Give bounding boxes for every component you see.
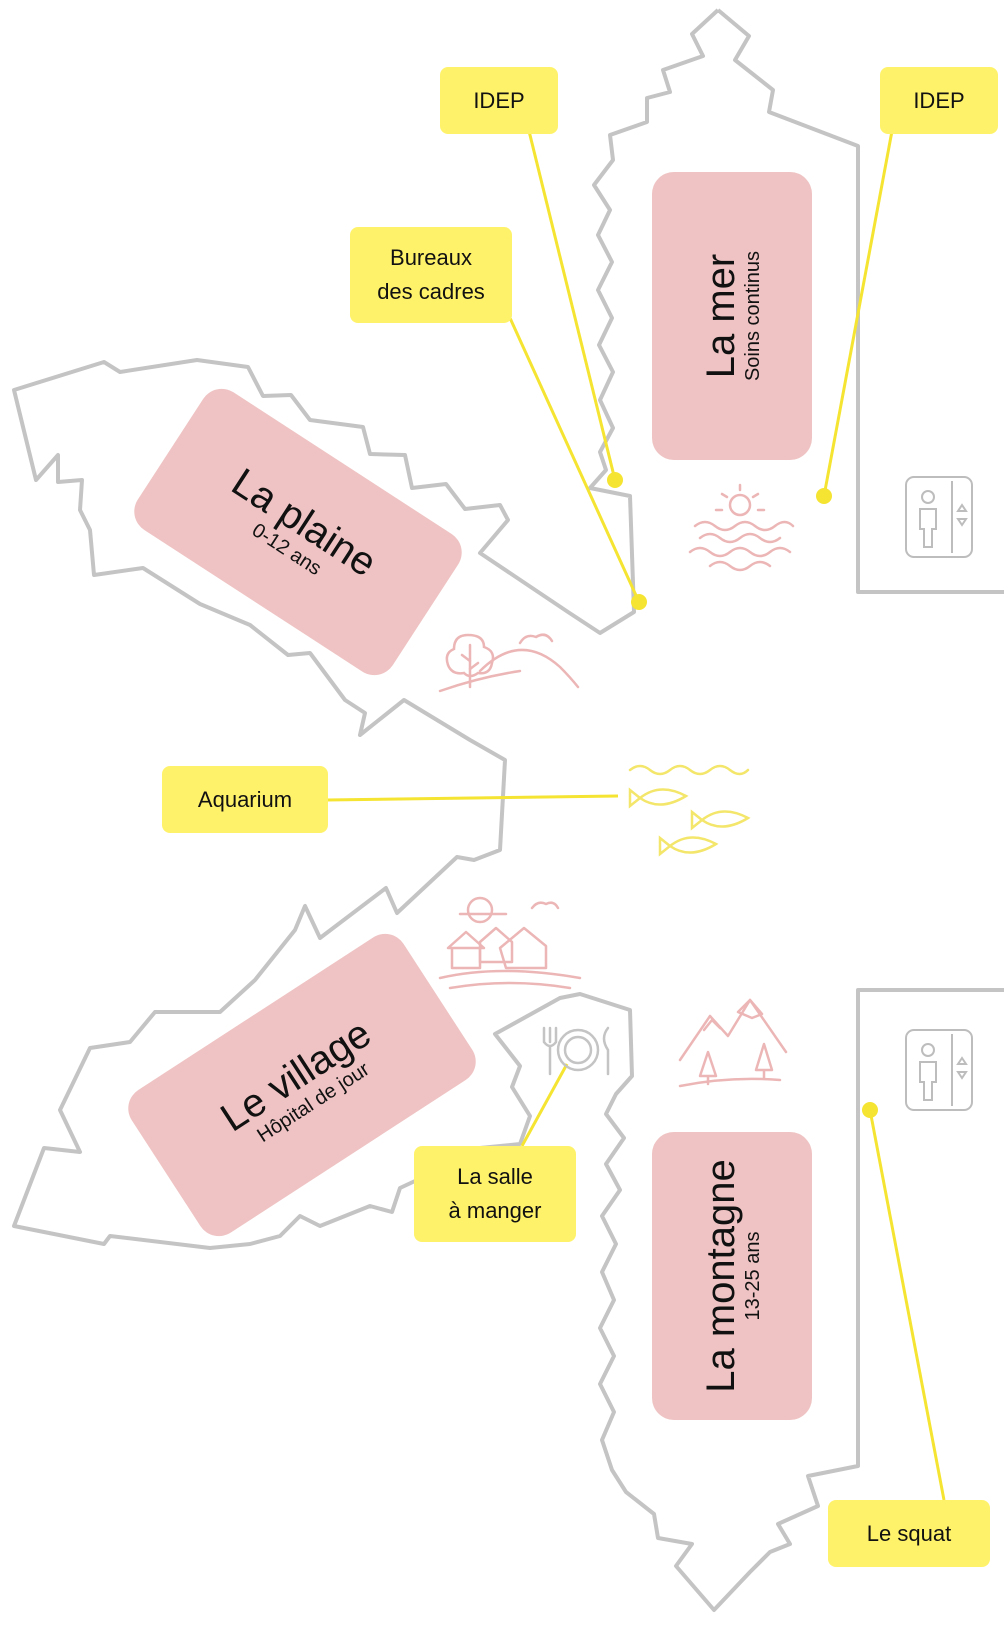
leader-idep-left	[527, 130, 617, 481]
callout-le-squat: Le squat	[828, 1500, 990, 1567]
building-outline-mer	[12, 8, 1004, 1612]
marker-bureaux	[631, 594, 647, 610]
sun-waves-icon	[688, 483, 795, 572]
leader-bureaux	[508, 317, 641, 603]
callout-label-line2: à manger	[448, 1198, 542, 1223]
plate-cutlery-icon	[542, 1026, 610, 1076]
callout-bureaux-cadres: Bureaux des cadres	[350, 227, 512, 323]
callout-label: Le squat	[866, 1520, 952, 1546]
tree-hill-icon	[438, 633, 580, 693]
zone-subtitle: Soins continus	[742, 250, 764, 382]
leader-salle	[520, 1063, 569, 1147]
leader-idep-right	[822, 130, 894, 497]
callout-salle-a-manger: La salle à manger	[414, 1146, 576, 1242]
zone-name: La montagne	[699, 1159, 743, 1393]
mountains-icon	[678, 998, 788, 1088]
zone-la-montagne: La montagne 13-25 ans	[652, 1132, 812, 1420]
callout-label-line2: des cadres	[377, 279, 485, 304]
callout-label: IDEP	[913, 87, 965, 113]
fish-icon	[628, 764, 751, 857]
callout-label: Aquarium	[197, 786, 293, 812]
elevator-icon	[905, 1029, 973, 1111]
zone-la-mer: La mer Soins continus	[652, 172, 812, 460]
marker-idep-right	[816, 488, 832, 504]
callout-idep-left: IDEP	[440, 67, 558, 134]
marker-idep-left	[607, 472, 623, 488]
callout-aquarium: Aquarium	[162, 766, 328, 833]
callout-label: IDEP	[473, 87, 525, 113]
callout-idep-right: IDEP	[880, 67, 998, 134]
village-houses-icon	[438, 896, 582, 990]
leader-squat	[868, 1109, 946, 1501]
zone-subtitle: 13-25 ans	[742, 1231, 764, 1321]
elevator-icon	[905, 476, 973, 558]
callout-label-line1: Bureaux	[390, 245, 472, 270]
zone-name: La mer	[699, 253, 743, 379]
leader-aquarium	[326, 794, 619, 802]
callout-label-line1: La salle	[457, 1164, 533, 1189]
marker-squat	[862, 1102, 878, 1118]
